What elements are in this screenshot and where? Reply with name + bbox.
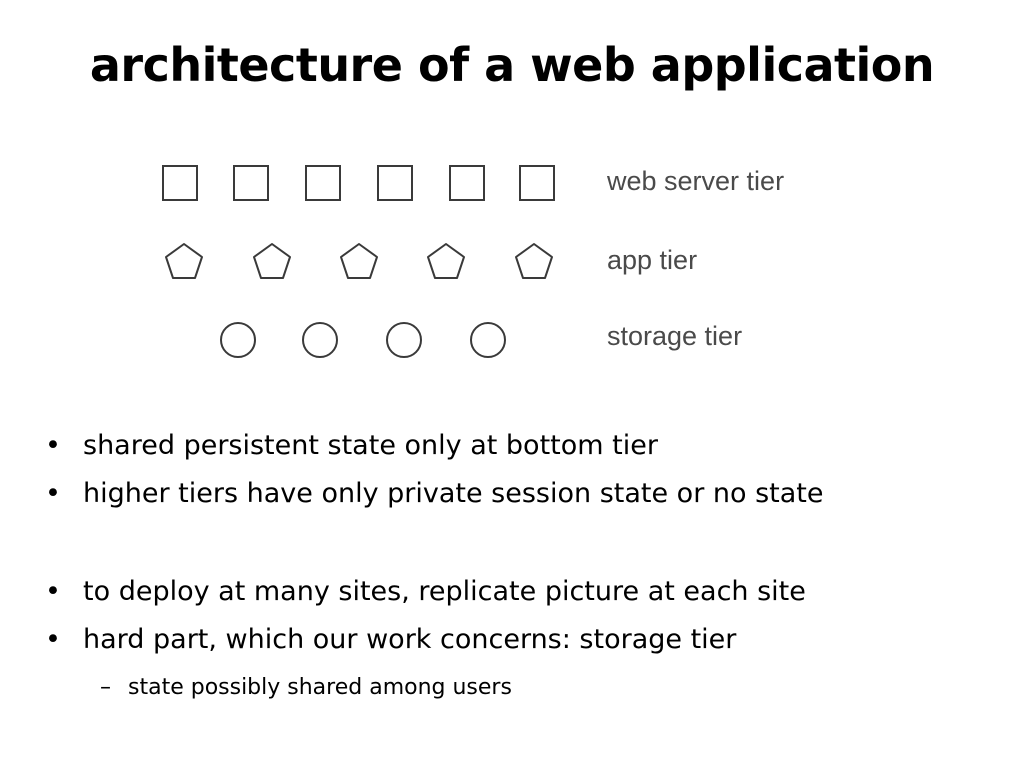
bullet-text: shared persistent state only at bottom t… [83,430,658,461]
storage-tier-row [220,322,506,358]
app-node [253,243,291,279]
app-node [165,243,203,279]
storage-node [386,322,422,358]
storage-node [470,322,506,358]
web-server-tier-row [162,165,555,201]
bullet-text: higher tiers have only private session s… [83,478,824,509]
web-server-node [449,165,485,201]
bullet-text: hard part, which our work concerns: stor… [83,624,737,655]
sub-bullet-text: state possibly shared among users [128,675,512,700]
app-tier-row [165,243,553,279]
storage-node [302,322,338,358]
tier-label-web-server: web server tier [607,166,785,196]
web-server-node [162,165,198,201]
bullet-marker: • [45,478,61,509]
web-server-node [377,165,413,201]
app-node [515,243,553,279]
tier-label-app: app tier [607,245,698,275]
storage-node [220,322,256,358]
bullet-marker: • [45,576,61,607]
app-node [427,243,465,279]
app-node [340,243,378,279]
tier-diagram [162,165,555,358]
slide-title: architecture of a web application [89,38,935,92]
sub-bullet-marker: – [100,675,111,700]
web-server-node [519,165,555,201]
bullet-marker: • [45,430,61,461]
tier-label-storage: storage tier [607,321,743,351]
web-server-node [305,165,341,201]
bullet-text: to deploy at many sites, replicate pictu… [83,576,806,607]
web-server-node [233,165,269,201]
bullet-marker: • [45,624,61,655]
